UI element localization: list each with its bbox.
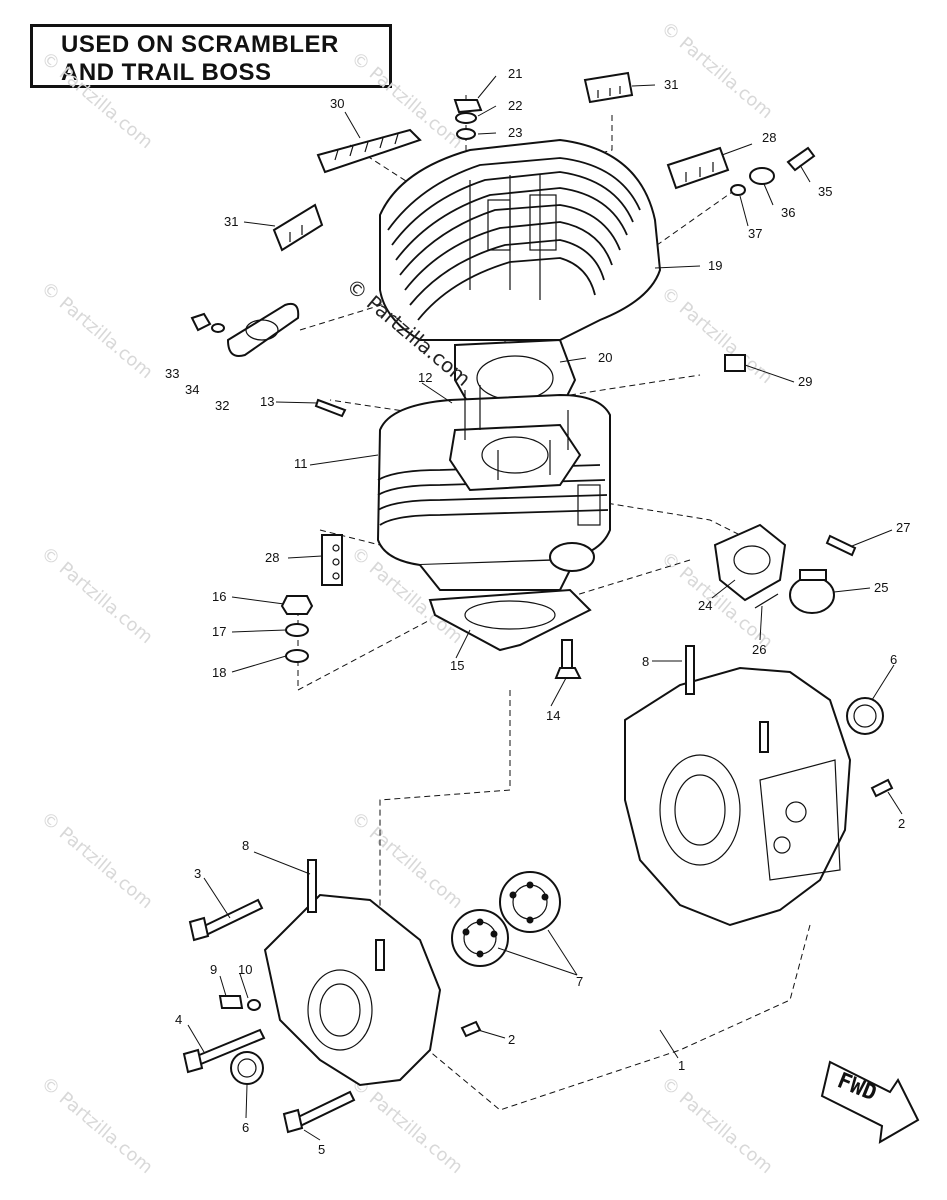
nut-16 xyxy=(280,595,314,615)
callout-33: 33 xyxy=(165,366,179,381)
callout-13: 13 xyxy=(260,394,274,409)
intake-clamp-25 xyxy=(789,569,835,614)
decal-28-left xyxy=(321,534,343,586)
callout-29: 29 xyxy=(798,374,812,389)
callout-labels: 21 22 23 30 31 28 35 36 37 31 19 33 34 3… xyxy=(165,66,910,1157)
callout-22: 22 xyxy=(508,98,522,113)
callout-6-left: 6 xyxy=(242,1120,249,1135)
studs-upper xyxy=(314,398,347,418)
washer-10 xyxy=(247,999,261,1011)
callout-26: 26 xyxy=(752,642,766,657)
exhaust-flange xyxy=(226,302,300,357)
forward-direction-arrow: FWD xyxy=(820,1060,920,1144)
watermark-tile: © Partzilla.com xyxy=(37,278,157,383)
base-gasket xyxy=(428,588,592,652)
flange-nut-33 xyxy=(190,312,212,332)
bolt-4 xyxy=(182,1028,266,1074)
washer-23 xyxy=(456,128,476,140)
head-nut-21 xyxy=(453,99,483,114)
dowel-pin-2-left xyxy=(460,1020,482,1038)
washer-22 xyxy=(455,112,477,124)
callout-19: 19 xyxy=(708,258,722,273)
spark-plug-35 xyxy=(786,146,816,172)
callout-14: 14 xyxy=(546,708,560,723)
bolt-3 xyxy=(188,898,264,942)
callout-11: 11 xyxy=(294,456,308,471)
callout-31-left: 31 xyxy=(224,214,238,229)
decal-28-top xyxy=(666,146,730,190)
callout-36: 36 xyxy=(781,205,795,220)
watermark-tile: © Partzilla.com xyxy=(347,808,467,913)
callout-9: 9 xyxy=(210,962,217,977)
watermark-tile: © Partzilla.com xyxy=(657,283,777,388)
washer-18 xyxy=(285,649,309,663)
usage-note-box: USED ON SCRAMBLER AND TRAIL BOSS xyxy=(30,24,392,88)
callout-27: 27 xyxy=(896,520,910,535)
decal-30 xyxy=(316,128,422,174)
callout-21: 21 xyxy=(508,66,522,81)
callout-25: 25 xyxy=(874,580,888,595)
callout-31-top: 31 xyxy=(664,77,678,92)
callout-8-left: 8 xyxy=(242,838,249,853)
callout-3: 3 xyxy=(194,866,201,881)
callout-1: 1 xyxy=(678,1058,685,1073)
usage-note-line-1: USED ON SCRAMBLER xyxy=(61,31,339,58)
watermark-tile: © Partzilla.com xyxy=(347,1073,467,1178)
callout-18: 18 xyxy=(212,665,226,680)
watermark-tile: © Partzilla.com xyxy=(37,543,157,648)
decal-29 xyxy=(724,354,746,372)
lock-washer-17 xyxy=(285,623,309,637)
callout-37: 37 xyxy=(748,226,762,241)
callout-5: 5 xyxy=(318,1142,325,1157)
plug-gasket-36 xyxy=(749,167,775,185)
dowel-pin-2-right xyxy=(870,778,894,798)
watermark-tile: © Partzilla.com xyxy=(657,1073,777,1178)
watermark-tile: © Partzilla.com xyxy=(37,808,157,913)
callout-30: 30 xyxy=(330,96,344,111)
callout-12: 12 xyxy=(418,370,432,385)
cylinder-head xyxy=(379,138,662,341)
callout-7: 7 xyxy=(576,974,583,989)
callout-34: 34 xyxy=(185,382,199,397)
callout-4: 4 xyxy=(175,1012,182,1027)
callout-6-right: 6 xyxy=(890,652,897,667)
flange-washer-34 xyxy=(211,323,225,333)
callout-2-left: 2 xyxy=(508,1032,515,1047)
callout-17: 17 xyxy=(212,624,226,639)
crankcase-right xyxy=(624,645,852,927)
leader-lines xyxy=(187,75,903,1141)
callout-28-left: 28 xyxy=(265,550,279,565)
decal-31-left xyxy=(272,203,324,252)
temp-sensor xyxy=(554,639,582,679)
bolt-5 xyxy=(282,1090,356,1134)
manifold-bolt-27 xyxy=(825,534,857,557)
cylinder xyxy=(376,385,611,591)
bolt-9 xyxy=(218,995,244,1009)
callout-24: 24 xyxy=(698,598,712,613)
usage-note-line-2: AND TRAIL BOSS xyxy=(61,59,272,86)
plug-washer-37 xyxy=(730,184,746,196)
oil-seal-6-right xyxy=(846,697,884,735)
bearing-7-small xyxy=(451,909,509,967)
callout-28-top: 28 xyxy=(762,130,776,145)
clamp-screw-26 xyxy=(754,593,779,609)
crankcase-left xyxy=(263,859,442,1087)
callout-35: 35 xyxy=(818,184,832,199)
callout-23: 23 xyxy=(508,125,522,140)
oil-seal-6-left xyxy=(230,1051,264,1085)
watermark-tile: © Partzilla.com xyxy=(37,48,157,153)
callout-10: 10 xyxy=(238,962,252,977)
decal-31-top xyxy=(583,71,634,104)
bearing-7-large xyxy=(499,871,561,933)
callout-15: 15 xyxy=(450,658,464,673)
watermark-tile: © Partzilla.com xyxy=(37,1073,157,1178)
callout-2-right: 2 xyxy=(898,816,905,831)
intake-manifold-24 xyxy=(713,523,787,602)
callout-16: 16 xyxy=(212,589,226,604)
callout-8-right: 8 xyxy=(642,654,649,669)
watermark-tile: © Partzilla.com xyxy=(657,18,777,123)
callout-20: 20 xyxy=(598,350,612,365)
callout-32: 32 xyxy=(215,398,229,413)
